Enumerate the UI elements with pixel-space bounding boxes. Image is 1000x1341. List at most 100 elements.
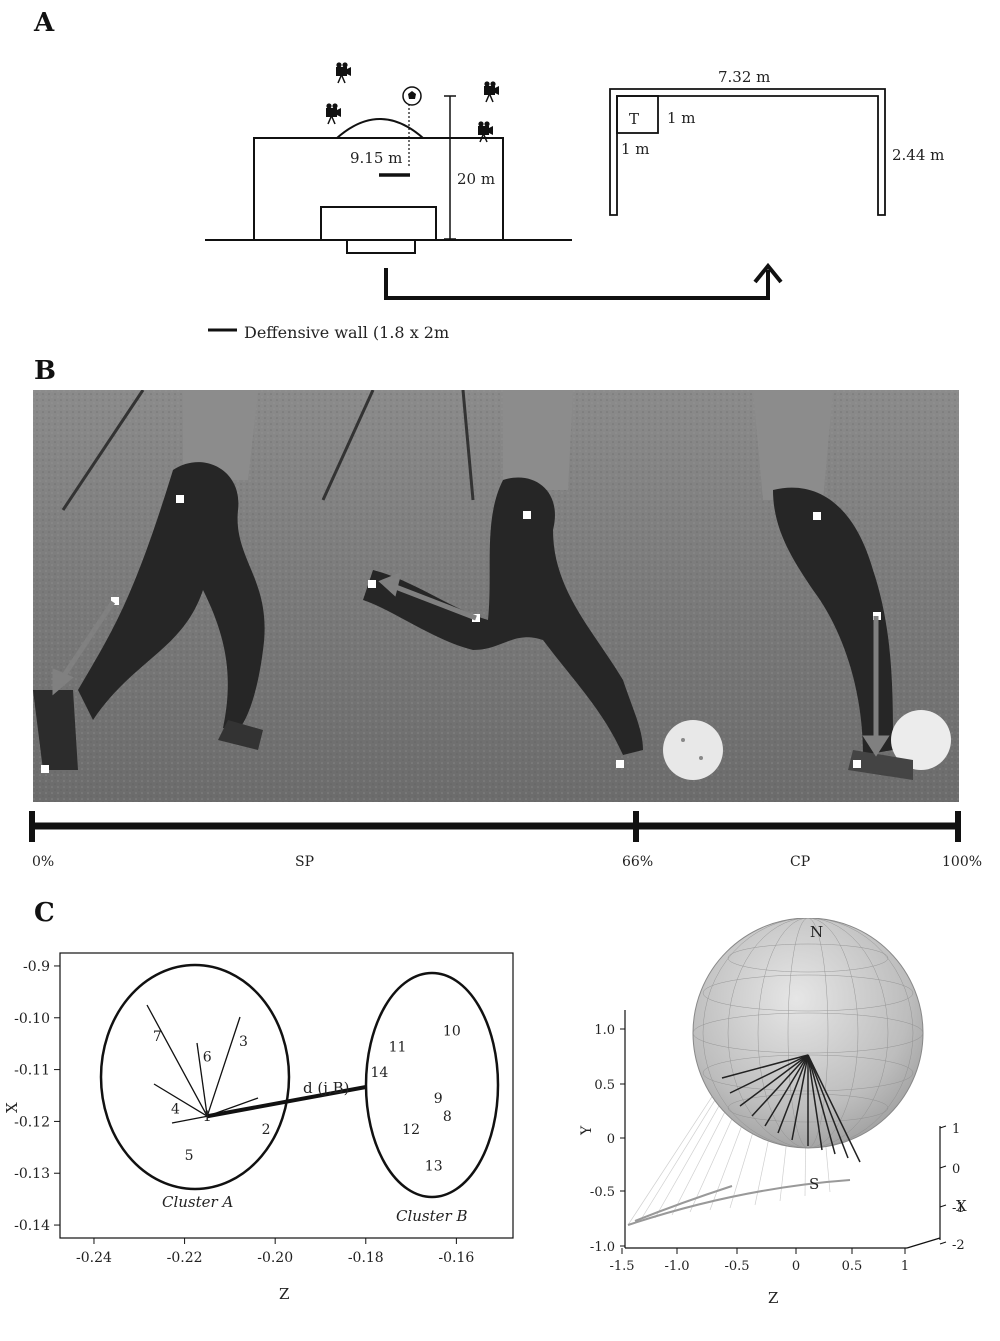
point-label-10: 10 bbox=[443, 1024, 461, 1040]
scatter-y-axis-title: X bbox=[3, 1102, 21, 1113]
sphere-z-axis-title: Z bbox=[768, 1289, 778, 1307]
vector-bundle bbox=[721, 1054, 861, 1163]
sphere-y-tick-label: 0 bbox=[607, 1132, 615, 1147]
camera-icon bbox=[478, 121, 493, 143]
x-tick-label: -0.24 bbox=[76, 1250, 112, 1266]
sphere-y-tick-label: -0.5 bbox=[590, 1185, 615, 1200]
y-tick-label: -0.11 bbox=[14, 1063, 50, 1079]
x-tick-label: -0.16 bbox=[438, 1250, 474, 1266]
sphere-z-tick-label: 1 bbox=[901, 1259, 909, 1274]
target-width-label: 1 m bbox=[667, 109, 696, 127]
x-tick-label: -0.22 bbox=[167, 1250, 203, 1266]
contact-phase-label: CP bbox=[790, 854, 810, 868]
sphere-z-tick-label: -1.5 bbox=[609, 1259, 634, 1274]
segment-arrows bbox=[52, 571, 890, 757]
point-label-5: 5 bbox=[185, 1148, 194, 1164]
point-label-6: 6 bbox=[203, 1050, 212, 1066]
cluster-link-line bbox=[206, 1016, 241, 1117]
legend-label: Deffensive wall (1.8 x 2m bbox=[244, 323, 449, 342]
cluster-a-ellipse bbox=[99, 963, 291, 1191]
unit-sphere bbox=[692, 918, 924, 1163]
point-label-9: 9 bbox=[434, 1091, 443, 1107]
sphere-x-tick-label: -2 bbox=[952, 1238, 965, 1253]
kick-phase-timeline: 0% SP 66% CP 100% bbox=[29, 811, 982, 868]
point-label-13: 13 bbox=[425, 1158, 443, 1174]
point-label-4: 4 bbox=[171, 1101, 180, 1117]
x-tick-label: -0.18 bbox=[348, 1250, 384, 1266]
cluster-link-line bbox=[196, 1042, 208, 1117]
y-tick-label: -0.13 bbox=[14, 1166, 50, 1182]
target-height-label: 1 m bbox=[621, 140, 650, 158]
point-label-7: 7 bbox=[153, 1029, 162, 1045]
timeline-start-label: 0% bbox=[32, 854, 54, 868]
sphere-x-tick bbox=[939, 1204, 947, 1208]
wall-distance-label: 9.15 m bbox=[350, 149, 402, 167]
cluster-link-line bbox=[171, 1115, 208, 1124]
y-tick-label: -0.14 bbox=[14, 1218, 50, 1234]
cluster-a-label: Cluster A bbox=[162, 1193, 233, 1211]
inter-cluster-distance-line bbox=[206, 1085, 367, 1119]
projected-curve-2 bbox=[634, 1185, 733, 1222]
sphere-x-tick bbox=[939, 1125, 947, 1129]
point-label-3: 3 bbox=[239, 1034, 248, 1050]
y-tick-label: -0.9 bbox=[23, 959, 50, 975]
cluster-scatter-plot: -0.24-0.22-0.20-0.18-0.16-0.9-0.10-0.11-… bbox=[3, 952, 514, 1303]
sphere-x-tick-label: 0 bbox=[952, 1162, 960, 1177]
goal-height-label: 2.44 m bbox=[892, 146, 944, 164]
point-label-8: 8 bbox=[443, 1109, 452, 1125]
camera-icon bbox=[336, 62, 351, 84]
penalty-box bbox=[320, 206, 437, 241]
goal-box bbox=[346, 239, 416, 254]
x-tick-label: -0.20 bbox=[257, 1250, 293, 1266]
scatter-frame bbox=[59, 952, 514, 1239]
sphere-z-tick-label: 0.5 bbox=[842, 1259, 863, 1274]
target-area bbox=[616, 95, 659, 134]
sphere-z-tick-label: 0 bbox=[792, 1259, 800, 1274]
player-figure-3 bbox=[753, 390, 951, 780]
player-figure-1 bbox=[33, 390, 375, 770]
point-label-14: 14 bbox=[370, 1065, 388, 1081]
sphere-z-tick-label: -1.0 bbox=[664, 1259, 689, 1274]
point-label-12: 12 bbox=[402, 1122, 420, 1138]
panel-a-setup-diagram: 9.15 m 20 m T 1 m 1 m 7.32 m 2.44 m Deff… bbox=[205, 62, 944, 342]
south-pole-label: S bbox=[809, 1175, 819, 1193]
north-pole-label: N bbox=[810, 923, 823, 941]
goal-width-label: 7.32 m bbox=[718, 68, 770, 86]
cluster-b-ellipse bbox=[364, 971, 500, 1199]
timeline-end-label: 100% bbox=[942, 854, 982, 868]
cluster-b-label: Cluster B bbox=[396, 1207, 468, 1225]
target-label: T bbox=[629, 110, 639, 128]
sphere-y-axis-title: Y bbox=[579, 1125, 595, 1136]
panel-label-b: B bbox=[34, 356, 56, 386]
sphere-x-tick-label: -1 bbox=[952, 1201, 965, 1216]
cluster-link-line bbox=[153, 1083, 208, 1117]
sphere-x-tick-label: 1 bbox=[952, 1122, 960, 1137]
connector-arrow bbox=[384, 262, 783, 300]
soccer-ball-icon bbox=[402, 86, 422, 106]
kick-sequence-photo bbox=[33, 390, 959, 802]
timeline-mid-label: 66% bbox=[622, 854, 653, 868]
goal-distance-label: 20 m bbox=[457, 170, 495, 188]
sphere-axes bbox=[624, 1010, 941, 1249]
y-tick-label: -0.12 bbox=[14, 1114, 50, 1130]
sphere-x-tick bbox=[939, 1165, 947, 1169]
point-label-11: 11 bbox=[389, 1039, 407, 1055]
point-label-1: 1 bbox=[203, 1109, 212, 1125]
goal-diagram bbox=[609, 88, 886, 216]
penalty-arc bbox=[336, 118, 424, 139]
sphere-x-tick bbox=[939, 1241, 947, 1245]
camera-icon bbox=[326, 103, 341, 125]
scatter-x-axis-title: Z bbox=[279, 1285, 289, 1303]
swing-phase-label: SP bbox=[295, 854, 314, 868]
panel-label-c: C bbox=[34, 898, 55, 928]
player-figure-2 bbox=[363, 390, 723, 780]
sphere-y-tick-label: 1.0 bbox=[594, 1023, 615, 1038]
panel-label-a: A bbox=[34, 8, 55, 38]
camera-icon bbox=[484, 81, 499, 103]
point-label-2: 2 bbox=[262, 1122, 271, 1138]
field-diagram bbox=[205, 95, 572, 254]
cluster-link-line bbox=[146, 1004, 208, 1117]
sphere-y-tick-label: 0.5 bbox=[594, 1078, 615, 1093]
projected-curve-1 bbox=[627, 1179, 851, 1226]
